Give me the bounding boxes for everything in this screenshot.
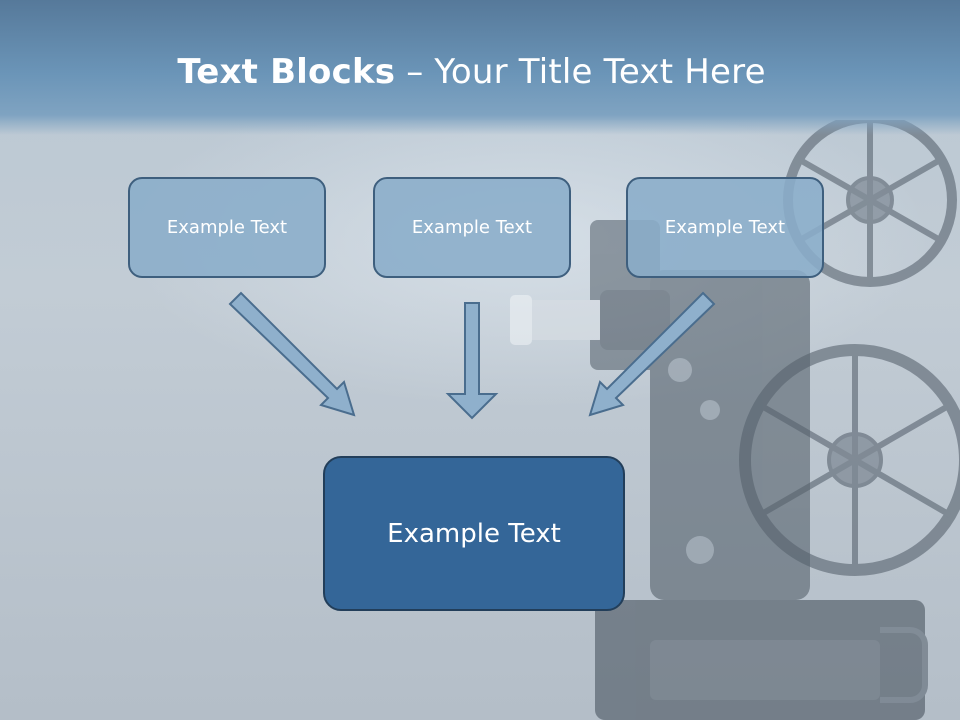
text-box-left[interactable]: Example Text [128,177,326,278]
text-box-center[interactable]: Example Text [373,177,571,278]
title-bold-part: Text Blocks [177,52,396,92]
text-box-right-label: Example Text [664,217,786,238]
text-box-center-label: Example Text [411,217,533,238]
title-banner [0,0,960,135]
main-text-box[interactable]: Example Text [323,456,625,611]
text-box-left-label: Example Text [166,217,288,238]
arrow-center-down [445,302,499,420]
text-box-right[interactable]: Example Text [626,177,824,278]
arrow-left-diagonal [228,291,356,417]
film-projector-image [510,120,960,720]
arrow-right-diagonal [588,291,716,417]
slide-title: Text Blocks – Your Title Text Here [0,52,943,92]
main-text-box-label: Example Text [387,518,561,549]
title-rest-part: – Your Title Text Here [395,52,766,92]
